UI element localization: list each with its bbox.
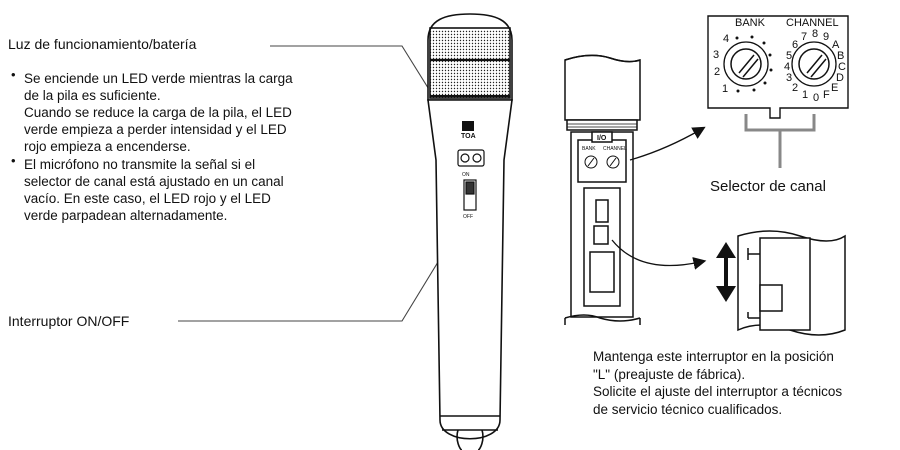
channel-selector-label: Selector de canal	[710, 178, 826, 195]
switch-detail	[737, 230, 846, 336]
channel-number: B	[837, 50, 844, 62]
dial-panel: BANK CHANNEL 1 2 3 4 0 1 2 3 4 5 6	[707, 15, 849, 119]
note-line: Mantenga este interruptor en la posición	[593, 349, 834, 364]
led-label: Luz de funcionamiento/batería	[8, 36, 197, 52]
note-line: de servicio técnico cualificados.	[593, 401, 783, 417]
bullet-1: Se enciende un LED verde mientras la car…	[24, 70, 386, 155]
bullet-1-line: Cuando se reduce la carga de la pila, el…	[24, 105, 292, 120]
bank-dial-icon	[723, 41, 769, 87]
on-label: ON	[462, 172, 470, 178]
leader-line-switch	[178, 202, 475, 322]
channel-dial-icon	[791, 41, 837, 87]
small-bank-dial-icon	[584, 155, 598, 169]
channel-number: 3	[786, 72, 792, 84]
bullet-2: El micrófono no transmite la señal si el…	[24, 156, 386, 224]
brand-text: TOA	[461, 133, 476, 140]
channel-number: E	[831, 82, 838, 94]
up-down-arrow-icon	[716, 242, 736, 302]
off-label: OFF	[463, 214, 473, 220]
bullet-2-line: El micrófono no transmite la señal si el	[24, 157, 256, 172]
bullet-1-line: de la pila es suficiente.	[24, 88, 161, 103]
small-channel-dial-icon	[606, 155, 620, 169]
bullet-mark-1: •	[11, 67, 16, 82]
channel-number: 9	[823, 31, 829, 43]
on-off-switch	[463, 179, 477, 211]
bank-number: 4	[723, 33, 729, 45]
channel-number: A	[832, 39, 840, 51]
bullet-1-line: Se enciende un LED verde mientras la car…	[24, 71, 293, 86]
channel-number: 4	[784, 61, 790, 73]
microphone	[427, 13, 513, 450]
channel-number: D	[836, 72, 844, 84]
bullet-mark-2: •	[11, 153, 16, 168]
bank-number: 1	[722, 83, 728, 95]
bullet-2-line: selector de canal está ajustado en un ca…	[24, 174, 284, 189]
channel-number: 5	[786, 50, 792, 62]
note-line: "L" (preajuste de fábrica).	[593, 366, 746, 382]
arrow-to-switch-detail	[611, 239, 707, 270]
bullet-2-line: verde parpadean alternadamente.	[24, 208, 228, 223]
channel-number: 2	[792, 82, 798, 94]
arrow-to-dials	[629, 126, 706, 161]
switch-label: Interruptor ON/OFF	[8, 313, 130, 329]
bullet-1-line: rojo empieza a encenderse.	[24, 139, 191, 154]
channel-number: 1	[802, 89, 808, 101]
bank-dots	[735, 35, 773, 93]
channel-number: 0	[813, 92, 819, 104]
io-label: I/O	[597, 135, 607, 142]
channel-number: C	[838, 61, 846, 73]
bank-number: 2	[714, 66, 720, 78]
bank-title: BANK	[735, 17, 766, 29]
channel-number: 7	[801, 31, 807, 43]
led-indicators	[457, 149, 485, 167]
small-bank-label: BANK	[582, 146, 596, 152]
note-text: Mantenga este interruptor en la posición…	[593, 348, 842, 418]
compartment-body	[564, 54, 641, 325]
bullet-2-line: vacío. En este caso, el LED rojo y el LE…	[24, 191, 271, 206]
bank-number: 3	[713, 49, 719, 61]
bullet-1-line: verde empieza a perder intensidad y el L…	[24, 122, 287, 137]
brand-logo-icon: TOA	[461, 121, 476, 140]
channel-number: F	[823, 89, 830, 101]
channel-title: CHANNEL	[786, 17, 839, 29]
small-channel-label: CHANNEL	[603, 146, 627, 152]
channel-number: 8	[812, 28, 818, 40]
channel-number: 6	[792, 39, 798, 51]
note-line: Solicite el ajuste del interruptor a téc…	[593, 384, 843, 399]
